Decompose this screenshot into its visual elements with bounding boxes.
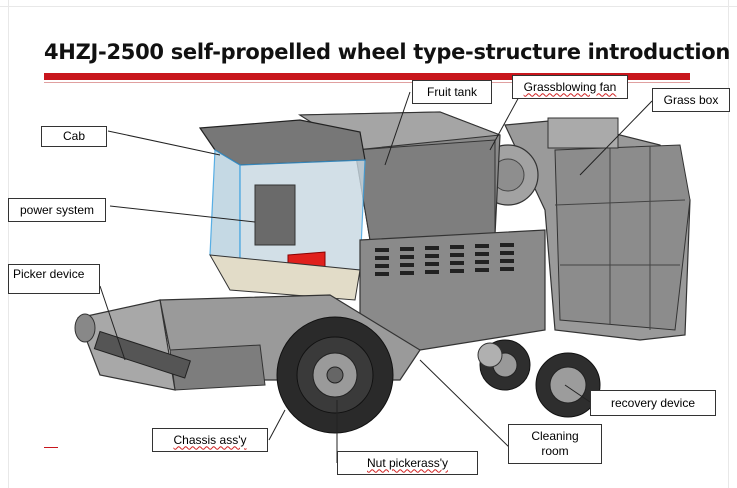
- label-nut-picker-text: Nut pickerass'y: [367, 455, 448, 470]
- label-cleaning-room-text: Cleaning room: [531, 429, 579, 458]
- label-cab: Cab: [41, 126, 107, 147]
- leader-lines: [99, 91, 653, 463]
- label-picker-device: Picker device: [8, 264, 100, 294]
- title-underline-thin: [44, 82, 690, 83]
- label-power-system: power system: [8, 198, 106, 222]
- footer-mark: [44, 447, 58, 448]
- page-title: 4HZJ-2500 self-propelled wheel type-stru…: [44, 40, 731, 64]
- picker-device-shape: [74, 299, 191, 391]
- frame-line-right: [728, 0, 729, 488]
- label-cleaning-room: Cleaning room: [508, 424, 602, 464]
- label-grass-box-text: Grass box: [663, 92, 719, 107]
- label-cab-text: Cab: [62, 129, 85, 143]
- label-chassis-text: Chassis ass'y: [173, 432, 247, 447]
- label-fruit-tank-text: Fruit tank: [426, 84, 477, 99]
- frame-line-left: [8, 0, 9, 488]
- label-nut-picker: Nut pickerass'y: [337, 451, 478, 475]
- frame-line-top: [0, 6, 737, 7]
- cab-shape: [198, 119, 366, 301]
- label-picker-device-text: Picker device: [13, 267, 85, 281]
- label-grassblowing-fan: Grassblowing fan: [512, 75, 628, 99]
- front-wheel-shape: [276, 316, 394, 434]
- label-grass-box: Grass box: [652, 88, 730, 112]
- grass-box-shape: [504, 117, 691, 341]
- label-fruit-tank: Fruit tank: [412, 80, 492, 104]
- title-underline-bar: [44, 73, 690, 80]
- label-chassis: Chassis ass'y: [152, 428, 268, 452]
- label-grassblowing-fan-text: Grassblowing fan: [523, 79, 617, 94]
- label-power-system-text: power system: [19, 202, 95, 217]
- rear-wheels-shape: [477, 339, 601, 418]
- label-recovery-device-text: recovery device: [610, 395, 696, 410]
- label-recovery-device: recovery device: [590, 390, 716, 416]
